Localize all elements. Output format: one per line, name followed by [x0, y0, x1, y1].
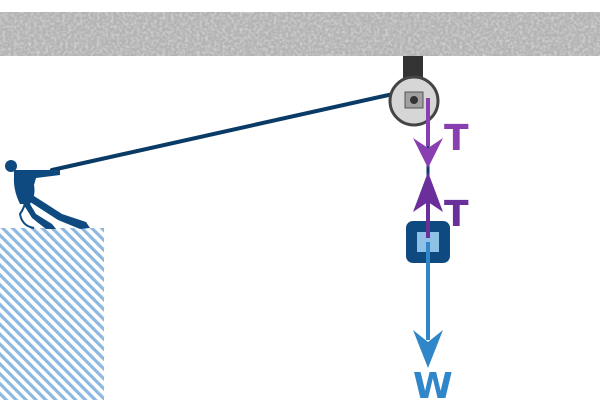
weight-label: W: [413, 366, 453, 400]
tension-arrow-top: [413, 98, 443, 168]
tension-label-top: T: [444, 118, 469, 159]
platform: [0, 228, 104, 400]
tension-label-bottom: T: [444, 194, 469, 235]
person-pulling-rope-icon: [5, 160, 90, 229]
pulley: [388, 56, 440, 127]
ceiling: [0, 12, 600, 56]
tension-arrow-bottom: [413, 172, 443, 238]
weight-arrow: [413, 242, 443, 368]
rope: [50, 90, 404, 172]
rope-tail: [18, 179, 35, 229]
pulley-axle: [410, 96, 418, 104]
